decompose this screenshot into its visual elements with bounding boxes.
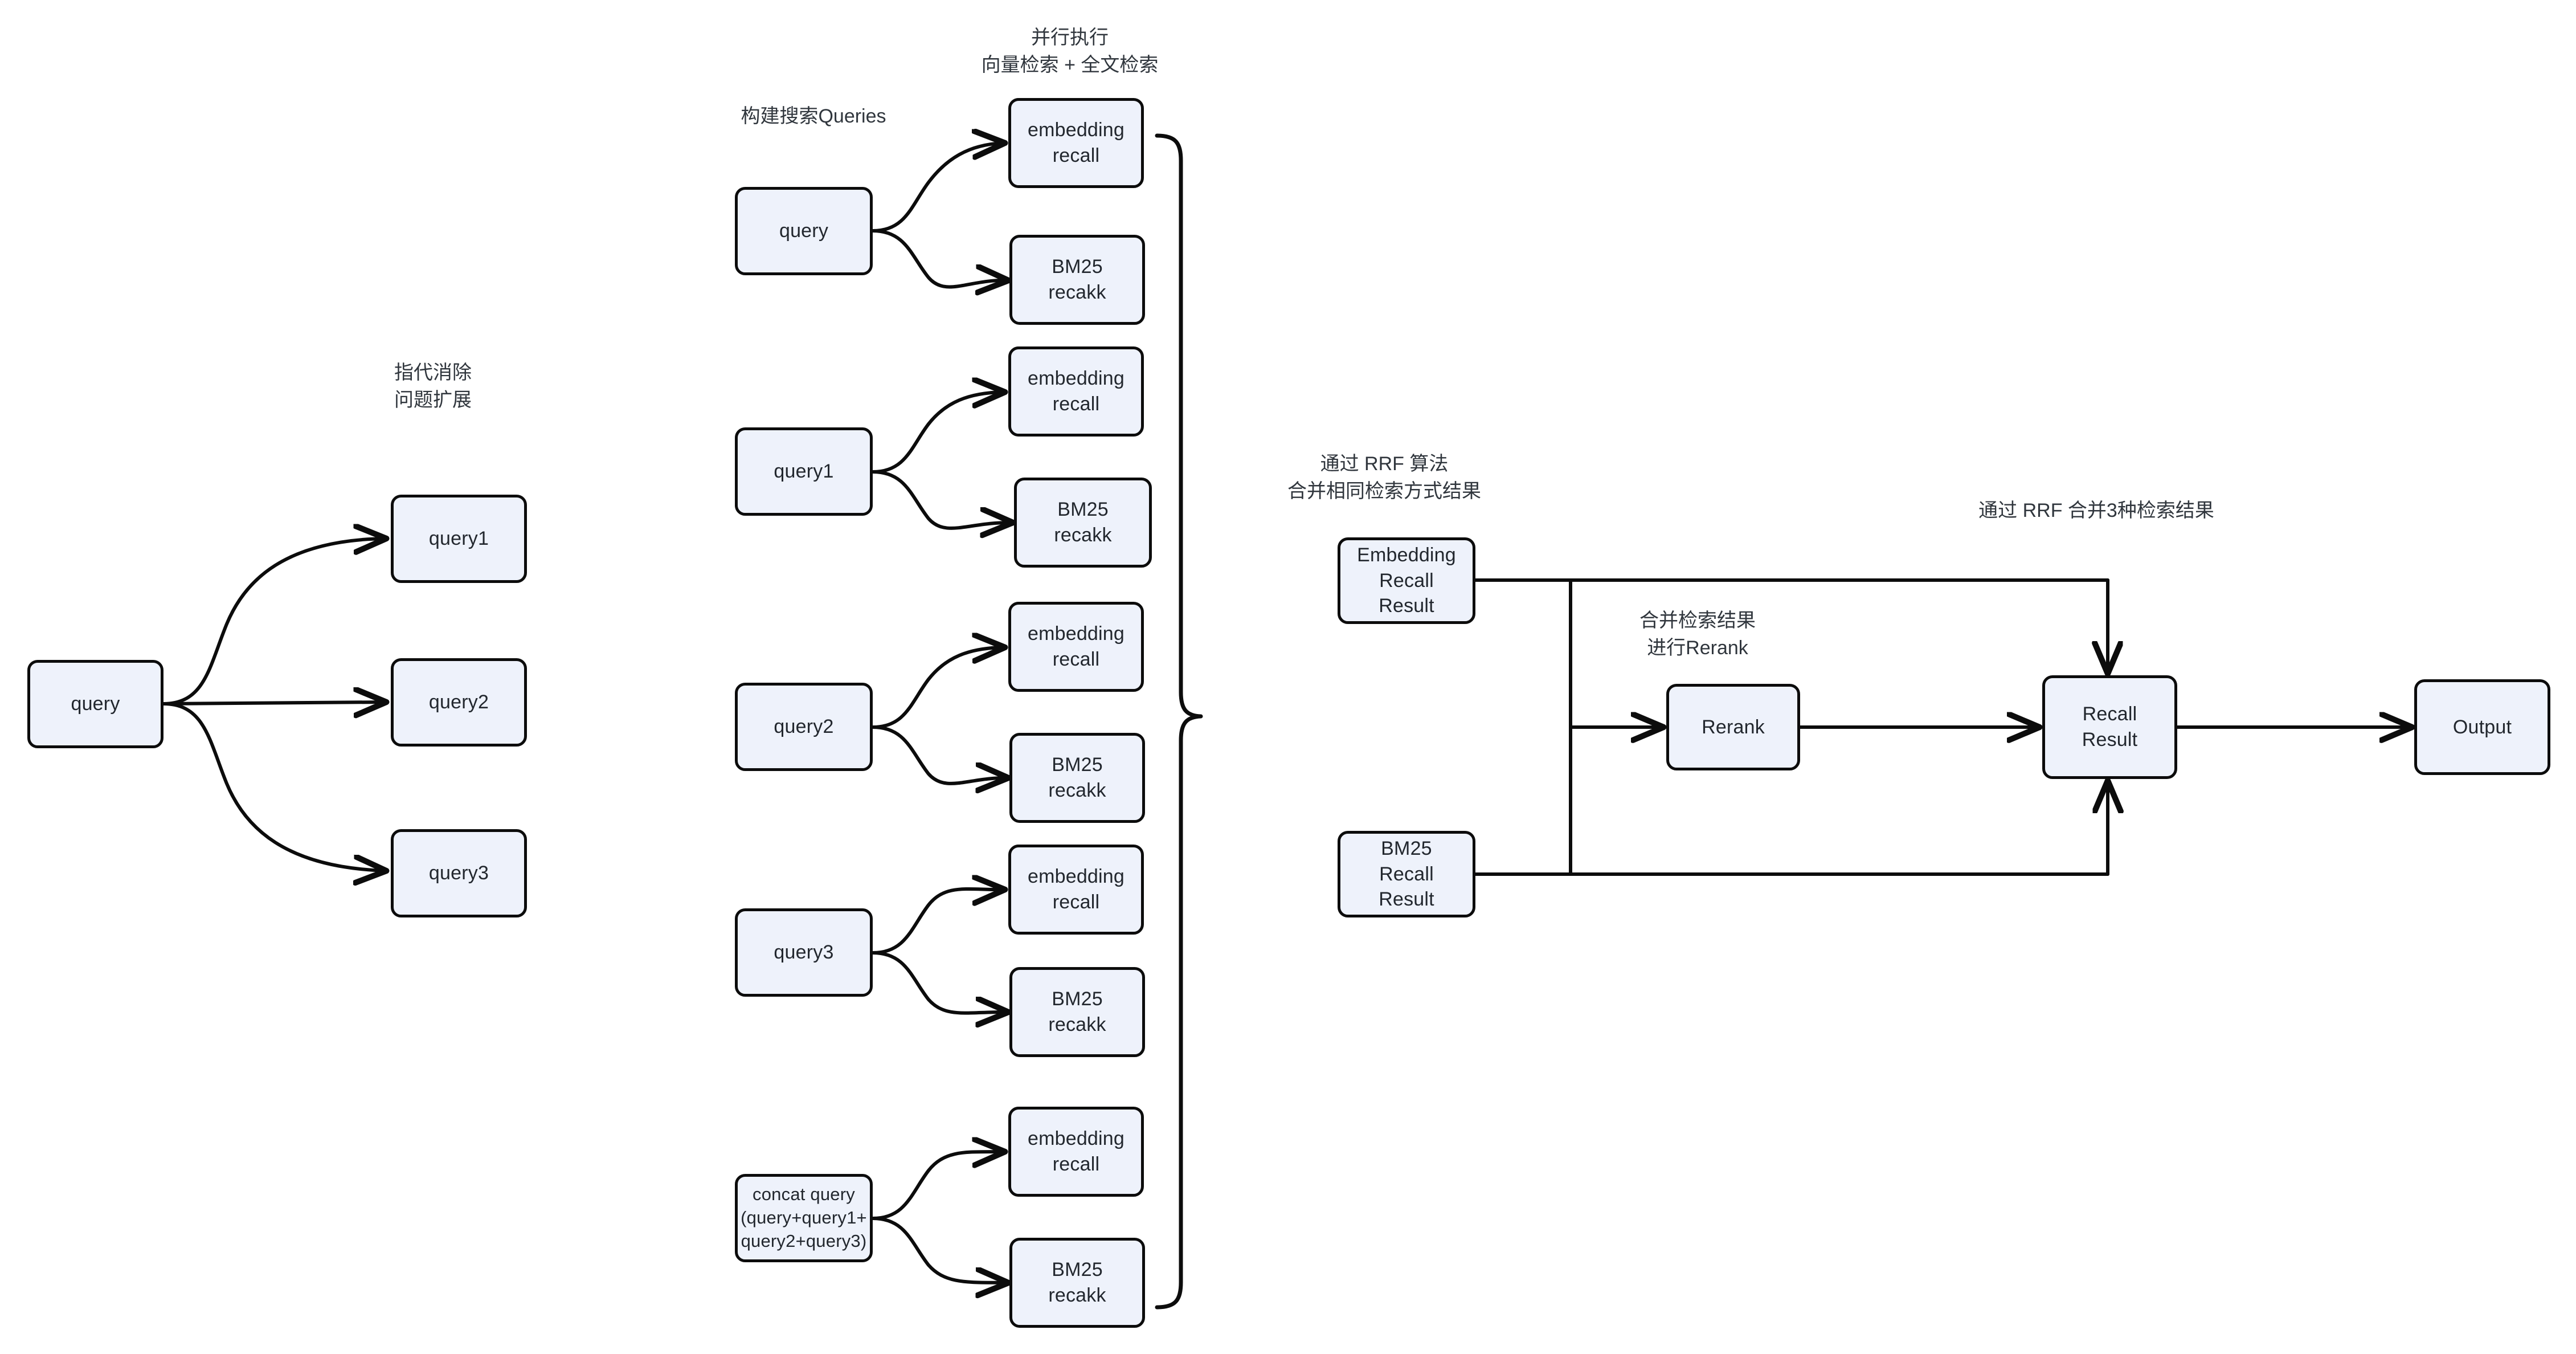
- node-embedding-recall-row-query2[interactable]: embedding recall: [1008, 602, 1144, 692]
- node-search-query[interactable]: query: [735, 187, 873, 275]
- note-rrf-merge-three: 通过 RRF 合并3种检索结果: [1978, 500, 2214, 521]
- node-expanded-query3[interactable]: query3: [391, 829, 527, 917]
- node-search-query3[interactable]: query3: [735, 908, 873, 997]
- node-embedding-recall-row-concat[interactable]: embedding recall: [1008, 1107, 1144, 1197]
- note-build-queries: 构建搜索Queries: [741, 105, 886, 127]
- node-embedding-recall-result[interactable]: Embedding Recall Result: [1338, 537, 1475, 624]
- node-bm25-recall-row-query1[interactable]: BM25 recakk: [1014, 478, 1152, 568]
- note-parallel-exec: 并行执行 向量检索 + 全文检索: [981, 27, 1159, 76]
- node-output[interactable]: Output: [2414, 679, 2550, 775]
- node-embedding-recall-row-query1[interactable]: embedding recall: [1008, 346, 1144, 437]
- node-expanded-query2[interactable]: query2: [391, 658, 527, 747]
- note-merge-rerank: 合并检索结果 进行Rerank: [1639, 610, 1756, 659]
- node-bm25-recall-result[interactable]: BM25 Recall Result: [1338, 831, 1475, 917]
- node-concat-query[interactable]: concat query (query+query1+ query2+query…: [735, 1174, 873, 1262]
- node-rerank[interactable]: Rerank: [1666, 684, 1800, 770]
- node-embedding-recall-row-query3[interactable]: embedding recall: [1008, 845, 1144, 935]
- node-bm25-recall-row-query[interactable]: BM25 recakk: [1009, 235, 1145, 325]
- node-bm25-recall-row-concat[interactable]: BM25 recakk: [1009, 1238, 1145, 1328]
- node-search-query2[interactable]: query2: [735, 683, 873, 771]
- node-embedding-recall-row-query[interactable]: embedding recall: [1008, 98, 1144, 188]
- note-left-stage: 指代消除 问题扩展: [394, 362, 472, 411]
- node-bm25-recall-row-query2[interactable]: BM25 recakk: [1009, 733, 1145, 823]
- node-recall-result[interactable]: Recall Result: [2042, 675, 2177, 779]
- node-search-query1[interactable]: query1: [735, 427, 873, 516]
- note-rrf-merge-same: 通过 RRF 算法 合并相同检索方式结果: [1287, 453, 1481, 503]
- node-source-query[interactable]: query: [27, 660, 163, 748]
- node-expanded-query1[interactable]: query1: [391, 495, 527, 583]
- node-bm25-recall-row-query3[interactable]: BM25 recakk: [1009, 967, 1145, 1057]
